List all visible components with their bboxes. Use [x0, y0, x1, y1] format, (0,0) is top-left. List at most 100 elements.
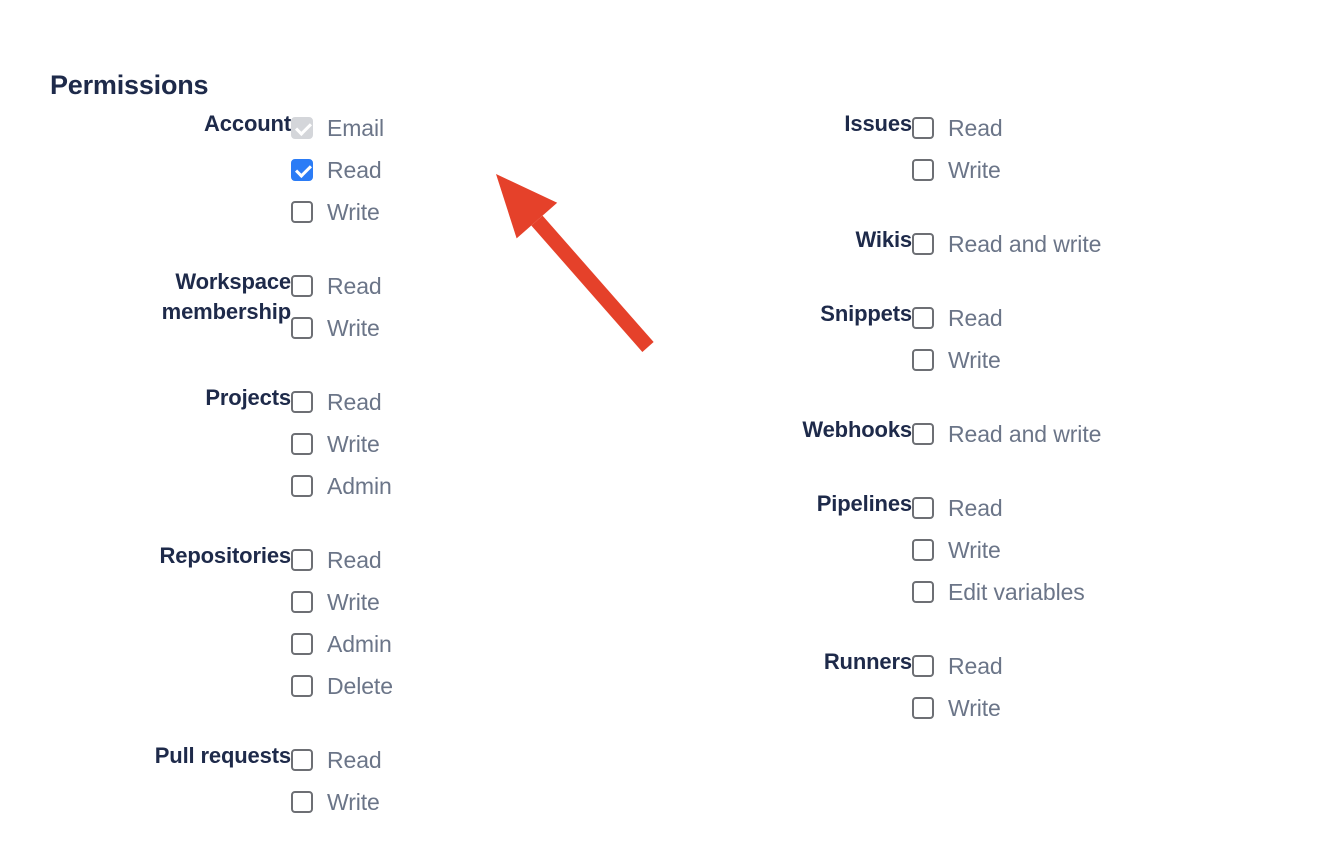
- permission-option-label: Write: [327, 789, 380, 815]
- checkbox-icon[interactable]: [291, 159, 313, 181]
- checkbox-icon[interactable]: [912, 233, 934, 255]
- permission-group-label: Pipelines: [816, 491, 912, 516]
- checkmark-icon: [295, 161, 312, 178]
- permission-group-label: Issues: [844, 111, 912, 136]
- checkbox-icon[interactable]: [912, 539, 934, 561]
- permission-option-row[interactable]: Write: [291, 581, 393, 623]
- permission-option-label: Admin: [327, 631, 392, 657]
- permission-option-row[interactable]: Admin: [291, 465, 392, 507]
- checkbox-icon[interactable]: [291, 475, 313, 497]
- checkbox-icon[interactable]: [912, 497, 934, 519]
- permission-option-label: Read and write: [948, 421, 1102, 447]
- permission-option-label: Read: [327, 157, 382, 183]
- permission-option-row[interactable]: Write: [912, 529, 1085, 571]
- checkbox-icon[interactable]: [291, 591, 313, 613]
- checkbox-icon[interactable]: [291, 791, 313, 813]
- permission-option-row[interactable]: Read: [912, 297, 1003, 339]
- permission-option-label: Write: [327, 199, 380, 225]
- checkbox-icon[interactable]: [291, 201, 313, 223]
- permission-option-label: Write: [327, 315, 380, 341]
- checkbox-icon[interactable]: [912, 423, 934, 445]
- permission-options: Read and write: [912, 413, 1101, 455]
- permission-option-row[interactable]: Write: [291, 307, 382, 349]
- permission-group-label: Webhooks: [802, 417, 912, 442]
- permission-option-row[interactable]: Read: [291, 739, 382, 781]
- checkbox-icon[interactable]: [291, 433, 313, 455]
- permission-option-row[interactable]: Write: [291, 191, 384, 233]
- permission-option-row[interactable]: Write: [912, 149, 1003, 191]
- page-title: Permissions: [50, 70, 209, 101]
- checkbox-icon[interactable]: [291, 675, 313, 697]
- permission-option-row[interactable]: Read: [291, 265, 382, 307]
- permission-option-row[interactable]: Write: [291, 423, 392, 465]
- permission-option-row[interactable]: Read: [291, 149, 384, 191]
- permission-option-label: Write: [948, 695, 1001, 721]
- permission-group-label: Workspace membership: [161, 269, 291, 324]
- permission-group-label: Snippets: [820, 301, 912, 326]
- permission-group-label: Projects: [205, 385, 291, 410]
- permission-option-label: Read: [948, 115, 1003, 141]
- checkbox-icon[interactable]: [291, 633, 313, 655]
- checkbox-icon[interactable]: [291, 749, 313, 771]
- checkbox-icon[interactable]: [912, 159, 934, 181]
- permission-option-label: Read: [327, 547, 382, 573]
- permission-option-label: Read: [327, 389, 382, 415]
- permission-option-row[interactable]: Admin: [291, 623, 393, 665]
- permission-option-label: Read: [948, 495, 1003, 521]
- permission-option-row[interactable]: Read: [912, 487, 1085, 529]
- permission-group-webhooks: Webhooks Read and write: [661, 413, 1101, 455]
- checkbox-icon[interactable]: [912, 349, 934, 371]
- permission-group-label: Pull requests: [154, 743, 291, 768]
- permission-option-row[interactable]: Read: [912, 107, 1003, 149]
- checkbox-icon[interactable]: [291, 317, 313, 339]
- permission-option-row[interactable]: Read and write: [912, 413, 1101, 455]
- permission-option-row[interactable]: Read: [912, 645, 1003, 687]
- checkbox-icon[interactable]: [912, 581, 934, 603]
- checkbox-icon[interactable]: [291, 391, 313, 413]
- permission-option-row[interactable]: Email: [291, 107, 384, 149]
- permission-option-row[interactable]: Read and write: [912, 223, 1101, 265]
- permission-option-row[interactable]: Edit variables: [912, 571, 1085, 613]
- permission-option-label: Read: [327, 273, 382, 299]
- checkbox-icon[interactable]: [291, 549, 313, 571]
- permission-option-row[interactable]: Write: [291, 781, 382, 823]
- permission-option-row[interactable]: Write: [912, 339, 1003, 381]
- checkbox-icon: [291, 117, 313, 139]
- permission-group-label: Wikis: [855, 227, 912, 252]
- permission-option-row[interactable]: Read: [291, 539, 393, 581]
- checkbox-icon[interactable]: [912, 697, 934, 719]
- permission-group-label: Runners: [823, 649, 912, 674]
- permission-option-label: Read and write: [948, 231, 1102, 257]
- checkbox-icon[interactable]: [291, 275, 313, 297]
- checkbox-icon[interactable]: [912, 655, 934, 677]
- permission-option-label: Write: [327, 589, 380, 615]
- permission-option-label: Read: [948, 653, 1003, 679]
- permission-option-label: Delete: [327, 673, 393, 699]
- permission-option-label: Email: [327, 115, 385, 141]
- permission-option-label: Read: [327, 747, 382, 773]
- permission-option-row[interactable]: Delete: [291, 665, 393, 707]
- permission-option-label: Admin: [327, 473, 392, 499]
- permission-option-label: Write: [948, 347, 1001, 373]
- checkbox-icon[interactable]: [912, 117, 934, 139]
- checkbox-icon[interactable]: [912, 307, 934, 329]
- permission-option-row[interactable]: Read: [291, 381, 392, 423]
- permission-option-row[interactable]: Write: [912, 687, 1003, 729]
